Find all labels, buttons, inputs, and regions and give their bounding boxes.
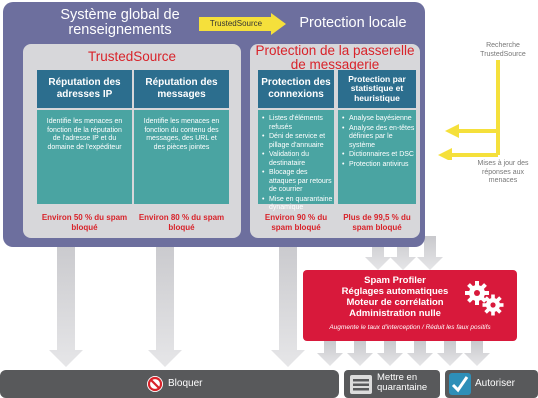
block-bar: [0, 370, 339, 398]
trustedsource-arrow: [199, 13, 286, 35]
message-reputation-heading: Réputation des messages: [134, 70, 229, 108]
heuristic-protection-heading: Protection par statistique et heuristiqu…: [338, 70, 416, 108]
ip-reputation-stat: Environ 50 % du spam bloqué: [41, 213, 128, 232]
trustedsource-arrow-label: TrustedSource: [209, 19, 263, 28]
list-item: Blocage des attaques par retours de cour…: [262, 169, 334, 195]
connection-protection-body: Listes d'éléments refusés Déni de servic…: [258, 110, 334, 211]
quarantine-icon: [350, 375, 372, 394]
list-item: Déni de service et pillage d'annuaire: [262, 133, 334, 150]
connection-protection-stat: Environ 90 % du spam bloqué: [264, 213, 328, 232]
global-intelligence-title: Système global de renseignements: [60, 7, 180, 38]
threat-updates-note: Mises à jour des réponses aux menaces: [477, 160, 529, 184]
list-item: Validation du destinataire: [262, 151, 334, 168]
allow-check-icon: [449, 373, 471, 395]
block-label: Bloquer: [168, 378, 203, 389]
message-reputation-stat: Environ 80 % du spam bloqué: [138, 213, 225, 232]
ip-reputation-heading: Réputation des adresses IP: [37, 70, 132, 108]
trustedsource-panel-title: TrustedSource: [87, 49, 177, 64]
list-item: Analyse des en-têtes définies par le sys…: [342, 125, 416, 151]
gateway-panel-title: Protection de la passerelle de messageri…: [255, 43, 415, 72]
spam-profiler-line3: Moteur de corrélation: [346, 297, 444, 308]
heuristic-protection-list: Analyse bayésienne Analyse des en-têtes …: [338, 115, 416, 169]
list-item: Dictionnaires et DSC: [342, 151, 416, 160]
gears-icon: [465, 281, 504, 316]
heuristic-protection-stat: Plus de 99,5 % du spam bloqué: [343, 213, 411, 232]
ip-reputation-description: Identifie les menaces en fonction de la …: [46, 118, 123, 151]
spam-profiler-line1: Spam Profiler: [364, 275, 426, 286]
spam-profiler-line4: Administration nulle: [349, 308, 441, 319]
connection-protection-heading: Protection des connexions: [258, 70, 334, 108]
list-item: Mise en quarantaine dynamique: [262, 196, 334, 213]
list-item: Listes d'éléments refusés: [262, 115, 334, 132]
ip-reputation-body: Identifie les menaces en fonction de la …: [37, 110, 132, 204]
heuristic-protection-body: Analyse bayésienne Analyse des en-têtes …: [338, 110, 416, 204]
spam-profiler-text: Spam Profiler Réglages automatiques Mote…: [320, 275, 470, 319]
quarantine-label: Mettre en quarantaine: [377, 372, 428, 393]
list-item: Analyse bayésienne: [342, 115, 416, 124]
spam-profiler-tagline: Augmente le taux d'interception / Réduit…: [329, 324, 491, 331]
list-item: Protection antivirus: [342, 161, 416, 170]
connection-protection-list: Listes d'éléments refusés Déni de servic…: [258, 115, 334, 213]
block-icon: [147, 376, 163, 392]
trustedsource-lookup-note: Recherche TrustedSource: [480, 42, 526, 58]
message-reputation-body: Identifie les menaces en fonction du con…: [134, 110, 229, 204]
spam-profiler-line2: Réglages automatiques: [341, 286, 449, 297]
spam-profiler-box: [303, 270, 517, 341]
local-protection-title: Protection locale: [299, 15, 407, 31]
feedback-arrows: [438, 60, 500, 160]
allow-label: Autoriser: [475, 378, 516, 389]
message-reputation-description: Identifie les menaces en fonction du con…: [143, 118, 220, 151]
